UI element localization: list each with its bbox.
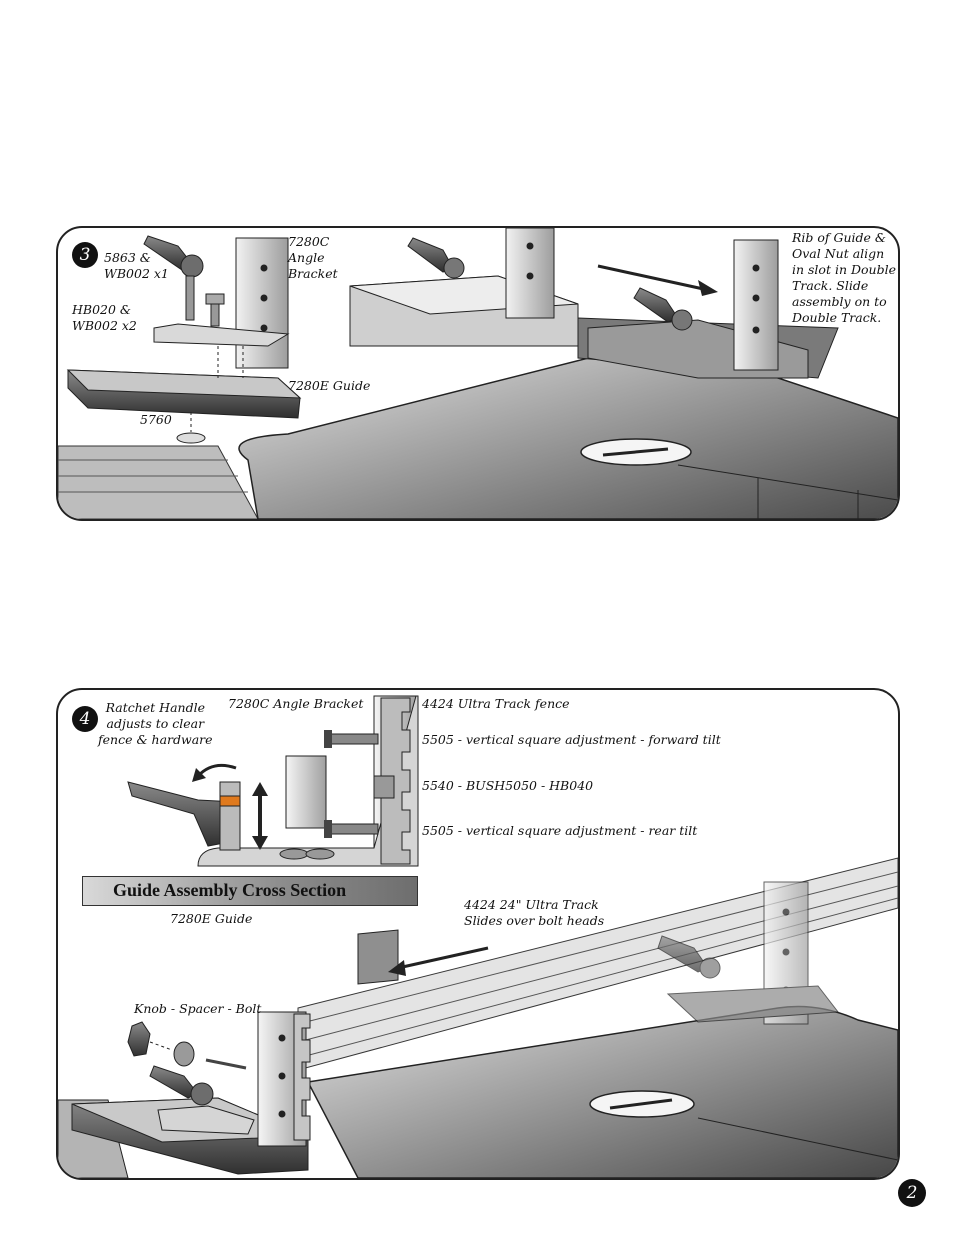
ultra-track-fence-label: 4424 Ultra Track fence — [422, 696, 570, 711]
orange-spring — [219, 795, 241, 807]
knob — [127, 1021, 151, 1057]
cross-section-title: Guide Assembly Cross Section — [113, 880, 347, 900]
nut-label: 5760 — [140, 412, 172, 427]
bushing-label: 5540 - BUSH5050 - HB040 — [422, 778, 594, 793]
knob-spacer-bolt-label: Knob - Spacer - Bolt — [134, 1001, 262, 1016]
spacer — [173, 1041, 195, 1067]
guide-assembly-front — [58, 1011, 311, 1178]
bolts-part-label: HB020 & WB002 x2 — [72, 302, 137, 333]
ultra-track-profile — [380, 697, 411, 865]
rear-tilt-label: 5505 - vertical square adjustment - rear… — [422, 823, 698, 838]
bolt — [205, 1058, 247, 1070]
exploded-parts — [66, 235, 302, 444]
double-track-rail — [58, 445, 259, 519]
spacer-block — [285, 755, 327, 829]
handle-part-label: 5863 & WB002 x1 — [104, 250, 169, 281]
step-3-badge: 3 — [72, 242, 98, 268]
slide-arrow — [388, 946, 489, 976]
assembly-note: Rib of Guide & Oval Nut align in slot in… — [792, 230, 896, 325]
ultra-track-slide-label: 4424 24" Ultra Track Slides over bolt he… — [464, 897, 605, 928]
ghost-guide — [657, 881, 839, 1025]
ratchet-handle-label: Ratchet Handle adjusts to clear fence & … — [98, 700, 213, 747]
oval-nut — [176, 432, 206, 444]
forward-tilt-label: 5505 - vertical square adjustment - forw… — [422, 732, 721, 747]
guide-label: 7280E Guide — [288, 378, 371, 393]
cross-section-title-bar: Guide Assembly Cross Section — [82, 876, 418, 906]
guide-label: 7280E Guide — [170, 911, 253, 926]
angle-bracket-label: 7280C Angle Bracket — [228, 696, 364, 711]
step-4-badge: 4 — [72, 706, 98, 732]
step-3-panel: 3 5863 & WB002 x1 7280C Angle Bracket HB… — [56, 226, 900, 521]
page-number: 2 — [898, 1179, 926, 1207]
cross-section-detail — [127, 695, 419, 867]
step-4-panel: Guide Assembly Cross Section 4 Ratchet H… — [56, 688, 900, 1180]
guide-on-track — [587, 239, 809, 379]
step-4-illustration — [58, 695, 898, 1178]
step-3-illustration — [58, 228, 898, 519]
angle-bracket — [235, 237, 289, 369]
angle-bracket-label: 7280C Angle Bracket — [288, 234, 338, 281]
slide-direction-arrow — [597, 264, 718, 296]
